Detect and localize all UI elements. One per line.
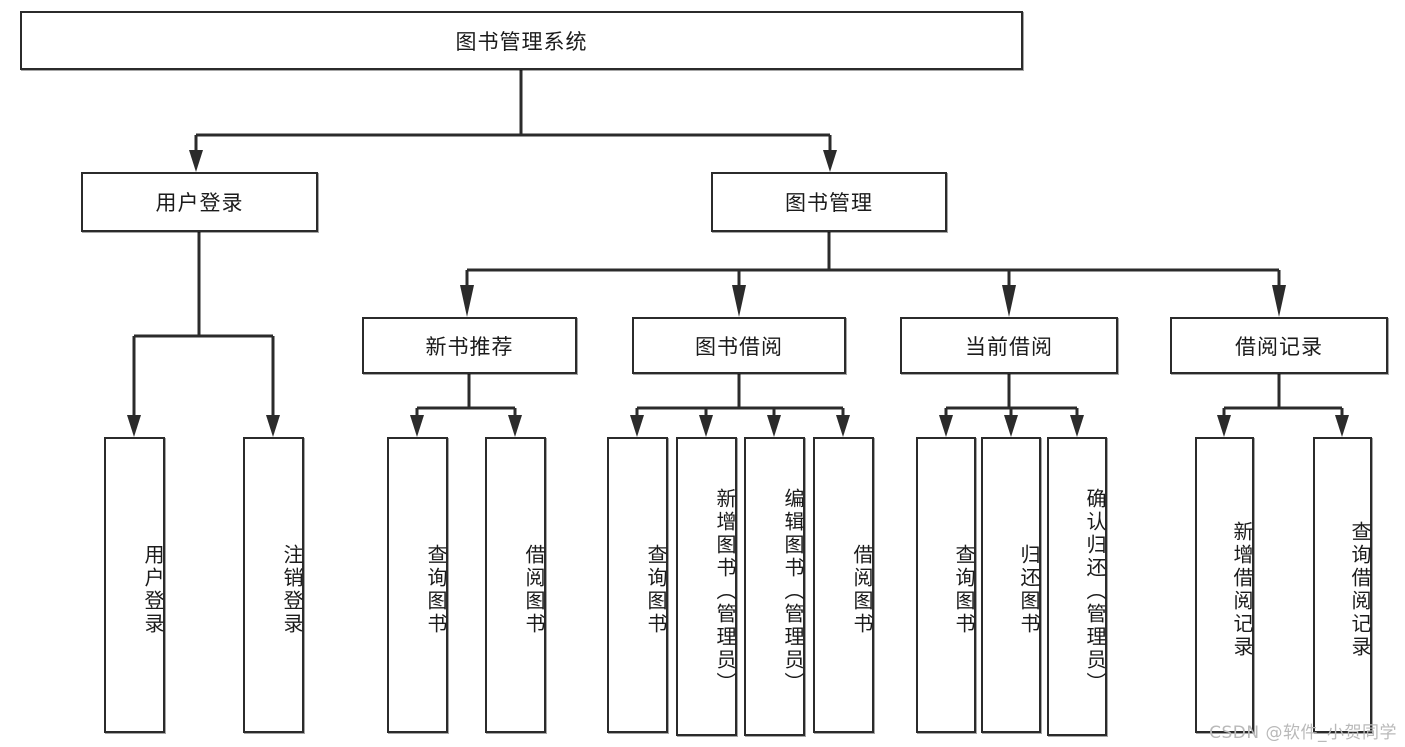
leaf-return-book-label: 归还图书 [1017, 544, 1041, 636]
leaf-logout-login[interactable]: 注销登录 [243, 437, 304, 733]
node-user-login[interactable]: 用户登录 [81, 172, 318, 232]
node-new-book-recommend-label: 新书推荐 [425, 334, 514, 359]
leaf-logout-login-label: 注销登录 [280, 544, 304, 636]
leaf-query-borrow-record-label: 查询借阅记录 [1348, 521, 1372, 659]
node-root-book-management-system[interactable]: 图书管理系统 [20, 11, 1023, 70]
node-user-login-label: 用户登录 [155, 191, 244, 215]
leaf-borrow-book-2-label: 借阅图书 [850, 544, 874, 636]
leaf-query-book-under-new-book-recommend[interactable]: 查询图书 [387, 437, 448, 733]
leaf-query-book-3-label: 查询图书 [952, 544, 976, 636]
leaf-borrow-book-1-label: 借阅图书 [522, 544, 546, 636]
leaf-borrow-book-under-new-book-recommend[interactable]: 借阅图书 [485, 437, 546, 733]
leaf-add-book-admin[interactable]: 新增图书（管理员） [676, 437, 737, 736]
node-new-book-recommend[interactable]: 新书推荐 [362, 317, 577, 374]
leaf-query-book-1-label: 查询图书 [424, 544, 448, 636]
leaf-add-borrow-record[interactable]: 新增借阅记录 [1195, 437, 1254, 733]
leaf-user-login-label: 用户登录 [141, 544, 165, 636]
node-book-management-label: 图书管理 [785, 191, 873, 215]
leaf-return-book[interactable]: 归还图书 [981, 437, 1041, 733]
node-borrow-record[interactable]: 借阅记录 [1170, 317, 1388, 374]
leaf-query-book-2-label: 查询图书 [644, 544, 668, 636]
leaf-user-login[interactable]: 用户登录 [104, 437, 165, 733]
node-root-label: 图书管理系统 [455, 29, 588, 54]
leaf-add-book-admin-label: 新增图书（管理员） [713, 488, 737, 695]
node-borrow-record-label: 借阅记录 [1235, 334, 1323, 359]
leaf-confirm-return-admin-label: 确认归还（管理员） [1083, 488, 1107, 695]
node-book-management[interactable]: 图书管理 [711, 172, 947, 232]
leaf-borrow-book-under-book-borrow[interactable]: 借阅图书 [813, 437, 874, 733]
leaf-add-borrow-record-label: 新增借阅记录 [1230, 521, 1254, 659]
leaf-query-book-under-book-borrow[interactable]: 查询图书 [607, 437, 668, 733]
node-book-borrow[interactable]: 图书借阅 [632, 317, 846, 374]
leaf-edit-book-admin[interactable]: 编辑图书（管理员） [744, 437, 805, 736]
leaf-confirm-return-admin[interactable]: 确认归还（管理员） [1047, 437, 1107, 736]
watermark: CSDN @软件_小贺同学 [1209, 723, 1397, 743]
leaf-query-book-under-current-borrow[interactable]: 查询图书 [916, 437, 976, 733]
node-current-borrow[interactable]: 当前借阅 [900, 317, 1118, 374]
node-book-borrow-label: 图书借阅 [695, 334, 783, 359]
leaf-edit-book-admin-label: 编辑图书（管理员） [781, 488, 805, 695]
node-current-borrow-label: 当前借阅 [965, 334, 1053, 359]
leaf-query-borrow-record[interactable]: 查询借阅记录 [1313, 437, 1372, 733]
